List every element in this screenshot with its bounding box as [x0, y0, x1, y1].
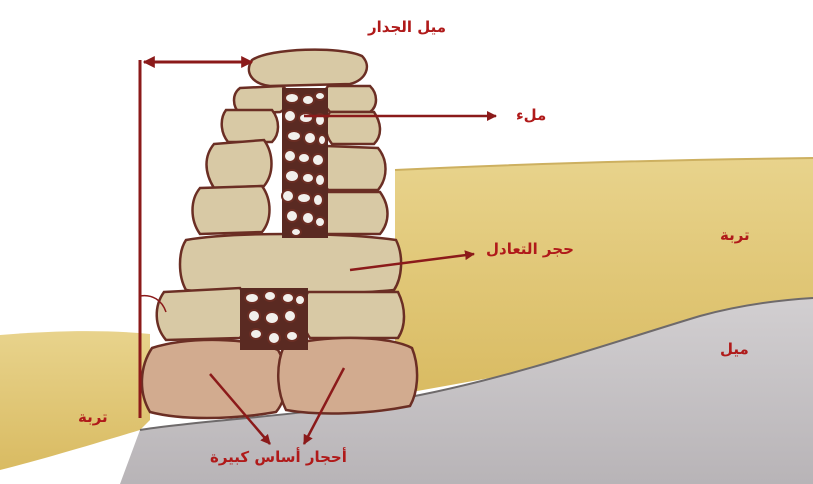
soil-right-label: تربة	[720, 226, 750, 244]
cap-stone	[249, 50, 367, 86]
filling-upper	[282, 88, 328, 238]
soil-left-label: تربة	[78, 408, 108, 426]
soil-left	[0, 331, 150, 470]
filling-label: ملء	[516, 106, 546, 124]
filling-lower	[240, 288, 308, 350]
tie-stone-label: حجر التعادل	[486, 240, 574, 258]
slope-label: ميل	[720, 340, 749, 358]
wall-stones	[142, 50, 417, 418]
tie-stone	[180, 234, 401, 295]
wall-batter-label: ميل الجدار	[368, 18, 446, 36]
foundation-stones-label: أحجار أساس كبيرة	[210, 448, 347, 466]
